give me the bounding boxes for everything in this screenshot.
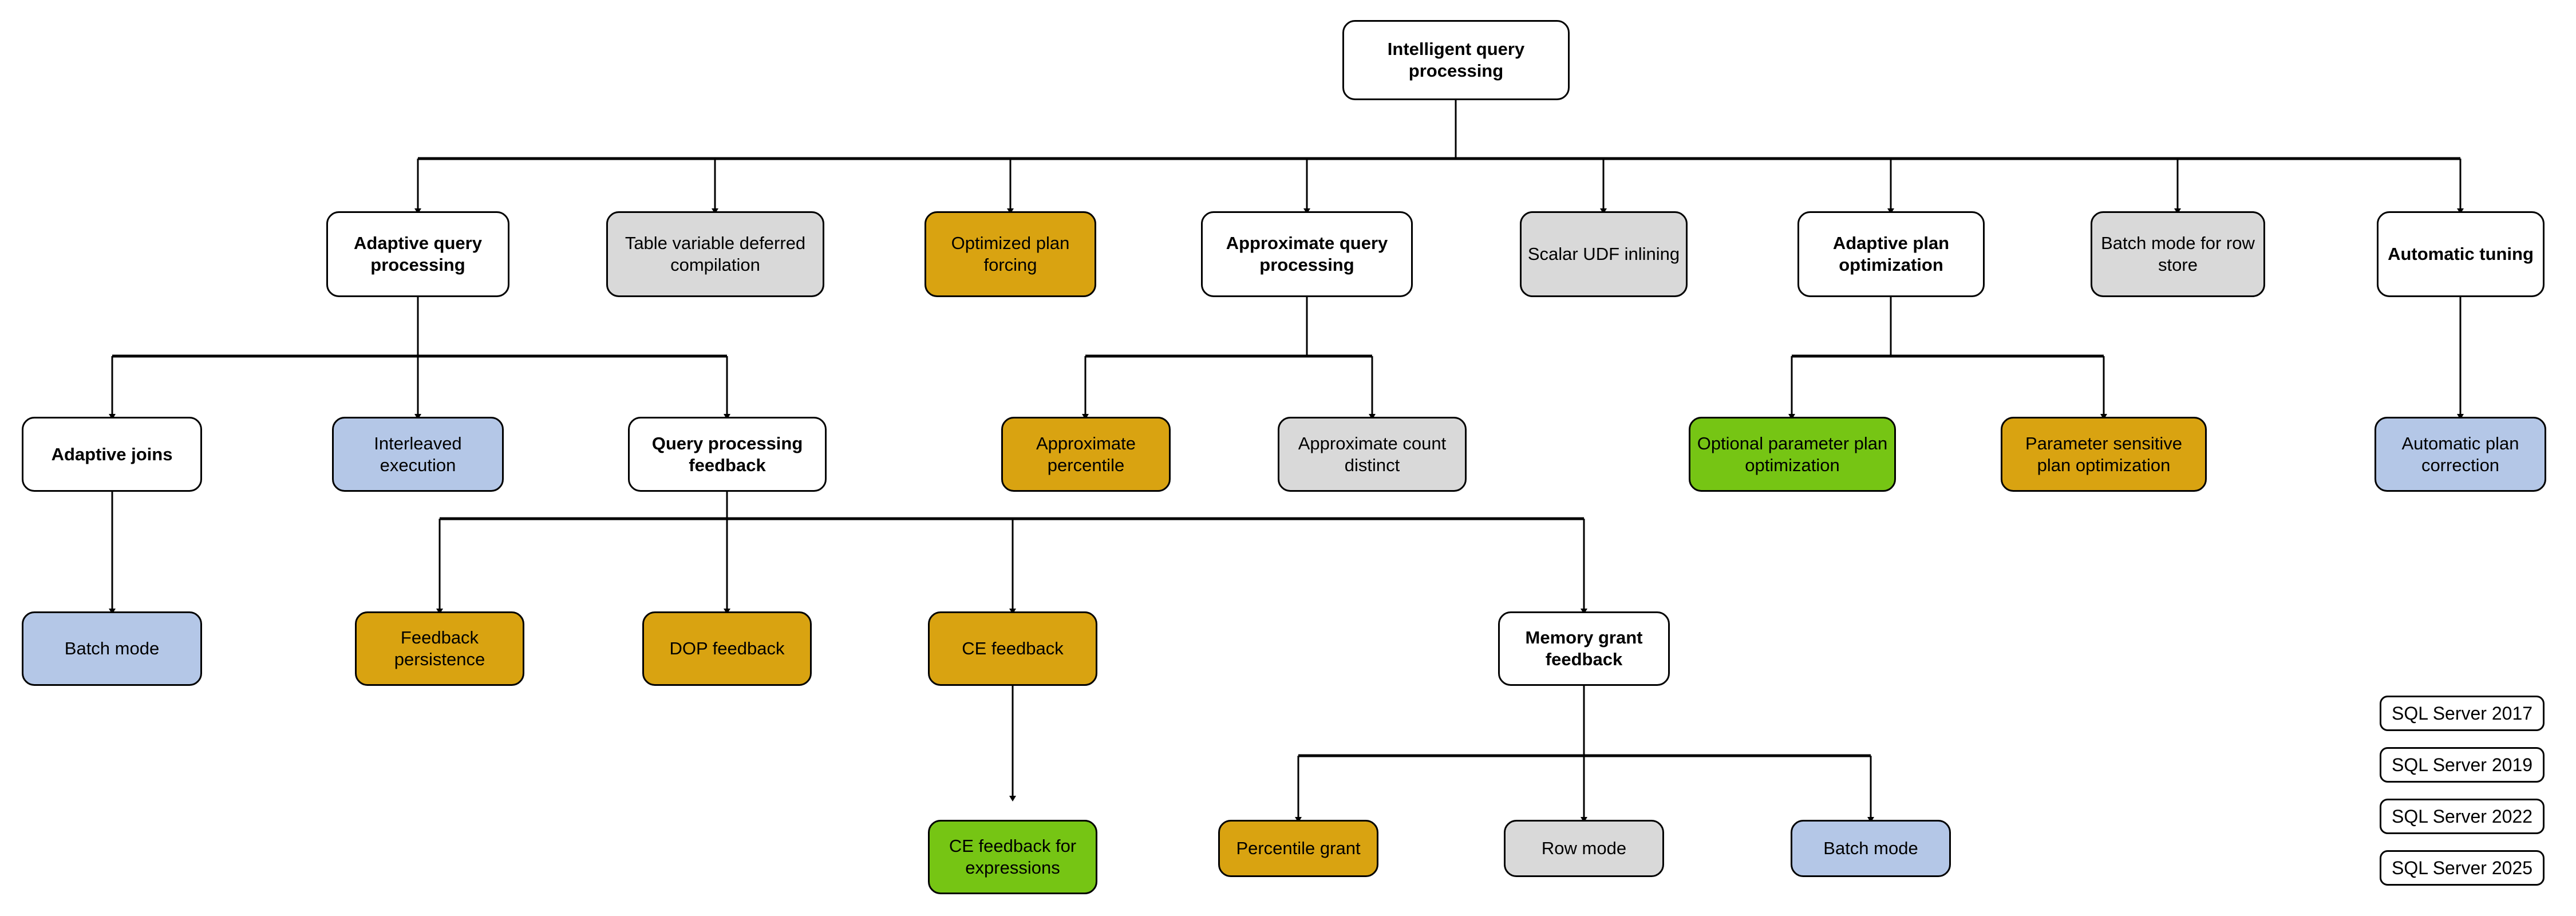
node-approximate-query-processing[interactable]: Approximate query processing — [1201, 211, 1413, 297]
node-batch-mode-memory-grant[interactable]: Batch mode — [1791, 820, 1951, 877]
node-percentile-grant[interactable]: Percentile grant — [1218, 820, 1378, 877]
node-approximate-count-distinct[interactable]: Approximate count distinct — [1278, 417, 1467, 492]
node-row-mode[interactable]: Row mode — [1504, 820, 1664, 877]
node-optimized-plan-forcing[interactable]: Optimized plan forcing — [924, 211, 1096, 297]
node-parameter-sensitive-plan-optimization[interactable]: Parameter sensitive plan optimization — [2001, 417, 2207, 492]
node-batch-mode-for-row-store[interactable]: Batch mode for row store — [2091, 211, 2265, 297]
node-batch-mode-adaptive-joins[interactable]: Batch mode — [22, 611, 202, 686]
legend-item-sql-server-2025: SQL Server 2025 — [2380, 850, 2545, 886]
node-optional-parameter-plan-optimization[interactable]: Optional parameter plan optimization — [1689, 417, 1896, 492]
legend-item-sql-server-2022: SQL Server 2022 — [2380, 799, 2545, 834]
node-dop-feedback[interactable]: DOP feedback — [642, 611, 812, 686]
node-approximate-percentile[interactable]: Approximate percentile — [1001, 417, 1171, 492]
node-ce-feedback-for-expressions[interactable]: CE feedback for expressions — [928, 820, 1097, 894]
node-intelligent-query-processing[interactable]: Intelligent query processing — [1342, 20, 1570, 100]
node-table-variable-deferred-compilation[interactable]: Table variable deferred compilation — [606, 211, 824, 297]
node-feedback-persistence[interactable]: Feedback persistence — [355, 611, 524, 686]
node-query-processing-feedback[interactable]: Query processing feedback — [628, 417, 827, 492]
node-adaptive-joins[interactable]: Adaptive joins — [22, 417, 202, 492]
node-automatic-plan-correction[interactable]: Automatic plan correction — [2374, 417, 2546, 492]
node-scalar-udf-inlining[interactable]: Scalar UDF inlining — [1520, 211, 1688, 297]
node-adaptive-query-processing[interactable]: Adaptive query processing — [326, 211, 509, 297]
node-adaptive-plan-optimization[interactable]: Adaptive plan optimization — [1797, 211, 1985, 297]
node-automatic-tuning[interactable]: Automatic tuning — [2377, 211, 2545, 297]
legend-item-sql-server-2019: SQL Server 2019 — [2380, 747, 2545, 783]
node-interleaved-execution[interactable]: Interleaved execution — [332, 417, 504, 492]
legend-item-sql-server-2017: SQL Server 2017 — [2380, 696, 2545, 731]
node-memory-grant-feedback[interactable]: Memory grant feedback — [1498, 611, 1670, 686]
node-ce-feedback[interactable]: CE feedback — [928, 611, 1097, 686]
